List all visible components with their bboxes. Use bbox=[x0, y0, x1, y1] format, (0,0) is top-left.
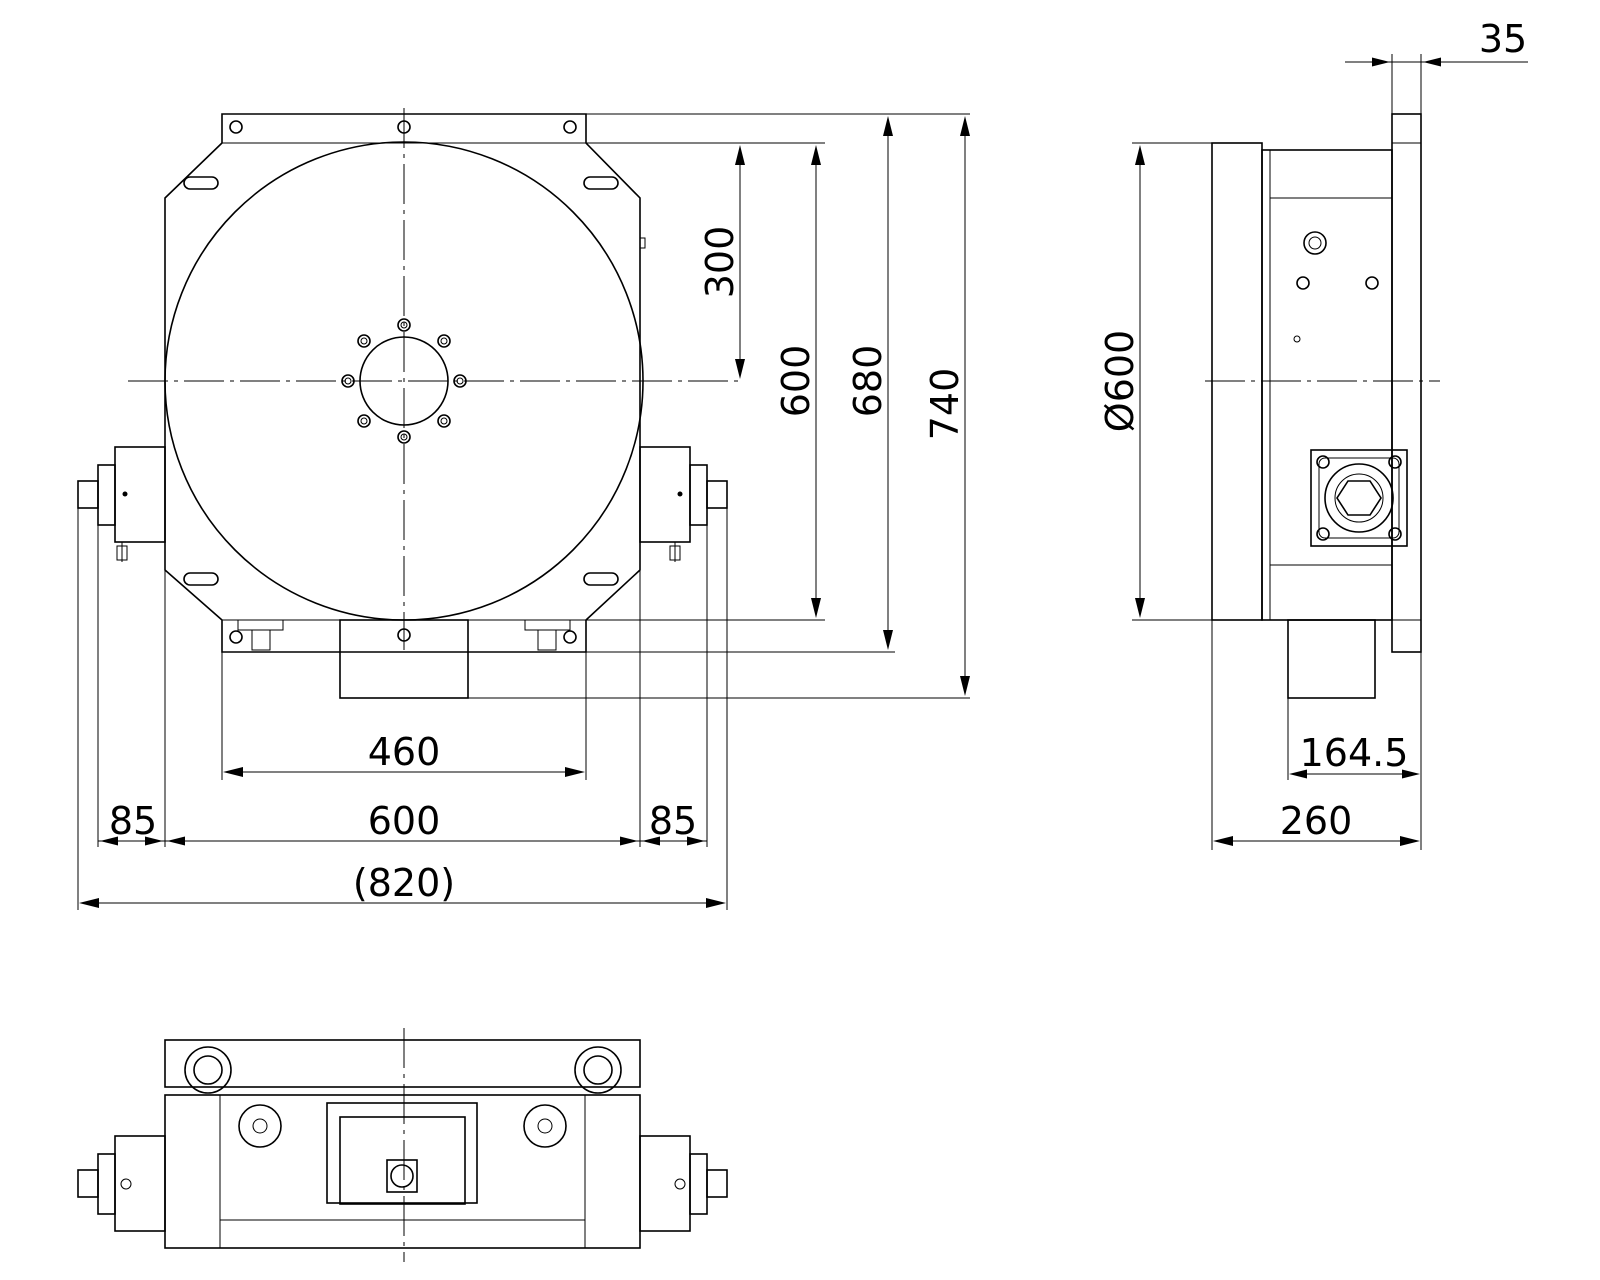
dim-260: 260 bbox=[1280, 799, 1353, 843]
dim-460: 460 bbox=[368, 730, 441, 774]
side-motor-box bbox=[1287, 619, 1376, 699]
top-plate bbox=[164, 1039, 641, 1088]
front-horizontal-dimensions: 460 85 600 85 (820) bbox=[77, 508, 728, 910]
dim-diameter-600: Ø600 bbox=[1098, 330, 1142, 432]
dim-85-right: 85 bbox=[649, 799, 697, 843]
front-view bbox=[77, 108, 742, 699]
side-connector-flange bbox=[1310, 449, 1408, 547]
dim-600-vertical: 600 bbox=[774, 345, 818, 418]
dim-35: 35 bbox=[1479, 17, 1527, 61]
side-dimensions: Ø600 35 164.5 260 bbox=[1098, 17, 1528, 850]
front-vertical-dimensions: 300 600 680 740 bbox=[468, 113, 970, 699]
dim-600-horizontal: 600 bbox=[368, 799, 441, 843]
lifting-eye-left bbox=[184, 1046, 232, 1094]
side-flange bbox=[1391, 113, 1422, 653]
side-housing bbox=[1261, 149, 1393, 621]
side-view bbox=[1205, 113, 1440, 699]
dim-740: 740 bbox=[923, 368, 967, 441]
top-view bbox=[77, 1028, 728, 1262]
dim-164-5: 164.5 bbox=[1300, 731, 1409, 775]
dim-820: (820) bbox=[353, 861, 455, 905]
dim-85-left: 85 bbox=[109, 799, 157, 843]
top-body bbox=[164, 1094, 641, 1249]
top-cover-plate bbox=[326, 1102, 478, 1204]
front-body-outline bbox=[164, 113, 641, 653]
dim-300: 300 bbox=[698, 226, 742, 299]
right-side-boss bbox=[639, 446, 691, 543]
lifting-eye-right bbox=[574, 1046, 622, 1094]
dim-680: 680 bbox=[846, 345, 890, 418]
left-side-boss bbox=[114, 446, 166, 543]
